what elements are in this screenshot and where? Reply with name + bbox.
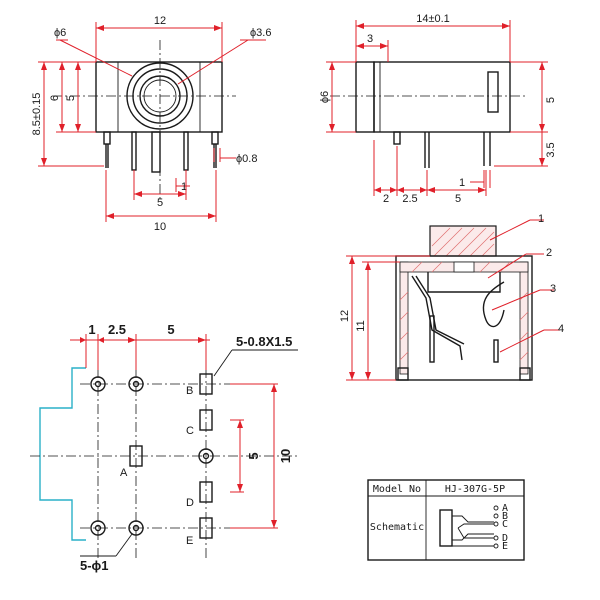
dim-pin-dia: ϕ0.8: [236, 153, 257, 165]
title-block: Model No HJ-307G-5P Schematic A B C D E: [367, 479, 525, 561]
dim-height: 8.5±0.15: [31, 93, 43, 136]
dim-gap: 1: [88, 322, 95, 337]
pad-e: [199, 517, 213, 539]
dim-a: 2: [383, 193, 389, 205]
dim-dia: ϕ6: [319, 91, 331, 103]
schematic-pin-c: C: [502, 519, 508, 530]
side-body: [373, 61, 511, 133]
dim-height-total: 12: [339, 310, 351, 322]
schematic-pin-d: D: [502, 533, 508, 544]
dim-pin-gap: 1: [181, 181, 187, 193]
dim-outer-dia: ϕ6: [54, 27, 66, 39]
front-view: 12 ϕ6 ϕ3.6 8.5±0.15 6 5 ϕ0.8 1 5 10: [31, 15, 271, 233]
pad-a: [129, 445, 143, 467]
pad-d: [199, 481, 213, 503]
dim-spacing: 5: [167, 322, 174, 337]
hole: [90, 376, 106, 392]
pin-a-label: A: [120, 467, 128, 479]
dim-c: 5: [455, 193, 461, 205]
dim-pin-span: 5: [157, 197, 163, 209]
callout-4: 4: [558, 323, 564, 335]
hole: [90, 520, 106, 536]
hole-size-label: 5-ϕ1: [80, 558, 109, 573]
schematic-symbol: [439, 509, 453, 547]
pcb-outline: [39, 367, 86, 541]
hole: [198, 448, 214, 464]
dim-body-height: 5: [65, 95, 77, 101]
dim-center-height: 6: [49, 95, 61, 101]
dim-body: 5: [545, 97, 557, 103]
hole: [128, 376, 144, 392]
dim-pin-offset: 1: [459, 177, 465, 189]
pin-b-label: B: [186, 385, 193, 397]
schematic-pin-a: A: [502, 503, 508, 514]
pin-c-label: C: [186, 425, 194, 437]
inner-ring: [139, 75, 181, 117]
model-label: Model No: [373, 484, 421, 495]
dim-inner-dia: ϕ3.6: [250, 27, 271, 39]
pad-c: [199, 409, 213, 431]
callout-1: 1: [538, 213, 544, 225]
section-body: [395, 255, 533, 381]
schematic-pin-b: B: [502, 511, 508, 522]
hole: [128, 520, 144, 536]
dim-overall: 10: [154, 221, 166, 233]
pad-size-label: 5-0.8X1.5: [236, 334, 292, 349]
dim-vertical-small: 5: [246, 452, 261, 459]
side-collar: [355, 61, 375, 133]
pin-d-label: D: [186, 497, 194, 509]
outer-ring: [126, 62, 194, 130]
model-value: HJ-307G-5P: [445, 484, 505, 495]
dim-collar: 3: [367, 33, 373, 45]
dim-length: 14±0.1: [416, 13, 450, 25]
section-view: 12 11 1 2 3 4: [339, 213, 564, 381]
schematic-label: Schematic: [370, 522, 424, 533]
title-block-frame: [367, 479, 525, 561]
dim-height-body: 11: [355, 320, 367, 331]
dim-pin-len: 3.5: [545, 142, 557, 157]
dim-vertical-large: 10: [278, 449, 293, 463]
front-body: [95, 61, 223, 133]
dim-pitch: 2.5: [108, 322, 126, 337]
side-view: 14±0.1 3 ϕ6 5 3.5 1 2 2.5 5: [319, 13, 557, 205]
schematic-pin-e: E: [502, 541, 508, 552]
pin-e-label: E: [186, 535, 193, 547]
callout-2: 2: [546, 247, 552, 259]
callout-3: 3: [550, 283, 556, 295]
pcb-layout: A B C D E 1 2.5 5 5-0.8X1.5 5-ϕ1 5 10: [30, 322, 300, 573]
dim-width: 12: [154, 15, 166, 27]
dim-b: 2.5: [402, 193, 417, 205]
pad-b: [199, 373, 213, 395]
